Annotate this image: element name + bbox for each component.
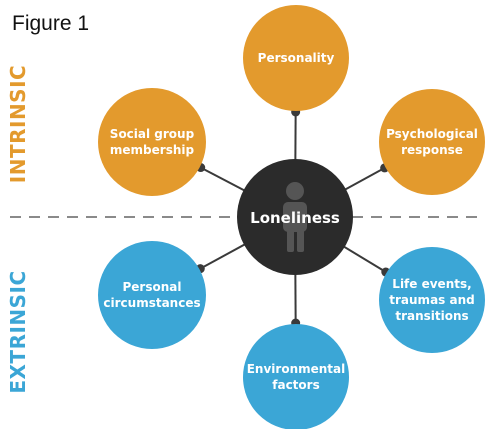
node-circle-social-group-membership	[98, 88, 206, 196]
extrinsic-label: EXTRINSIC	[6, 270, 30, 393]
node-circle-psychological-response	[379, 89, 485, 195]
node-label-personal-circumstances: Personal	[123, 280, 182, 294]
node-label-life-events: traumas and	[389, 293, 474, 307]
node-environmental-factors: Environmental factors	[243, 324, 349, 429]
node-label-psychological-response: response	[401, 143, 463, 157]
node-label-life-events: Life events,	[392, 277, 471, 291]
node-label-environmental-factors: Environmental	[247, 362, 346, 376]
person-silhouette-icon	[283, 182, 307, 252]
node-social-group-membership: Social group membership	[98, 88, 206, 196]
node-circle-life-events	[379, 247, 485, 353]
figure-label: Figure 1	[12, 12, 89, 35]
node-circle-personal-circumstances	[98, 241, 206, 349]
node-label-personality: Personality	[258, 51, 335, 65]
node-label-social-group-membership: membership	[110, 143, 195, 157]
node-circle-personality	[243, 5, 349, 111]
node-circle-environmental-factors	[243, 324, 349, 429]
node-life-events: Life events, traumas and transitions	[379, 247, 485, 353]
node-label-life-events: transitions	[395, 309, 468, 323]
node-label-environmental-factors: factors	[272, 378, 319, 392]
node-label-personal-circumstances: circumstances	[103, 296, 200, 310]
center-node: Loneliness	[237, 159, 353, 275]
node-label-psychological-response: Psychological	[386, 127, 478, 141]
intrinsic-label: INTRINSIC	[6, 65, 30, 183]
node-label-social-group-membership: Social group	[110, 127, 195, 141]
node-psychological-response: Psychological response	[379, 89, 485, 195]
center-label: Loneliness	[250, 209, 340, 227]
node-personality: Personality	[243, 5, 349, 111]
node-personal-circumstances: Personal circumstances	[98, 241, 206, 349]
